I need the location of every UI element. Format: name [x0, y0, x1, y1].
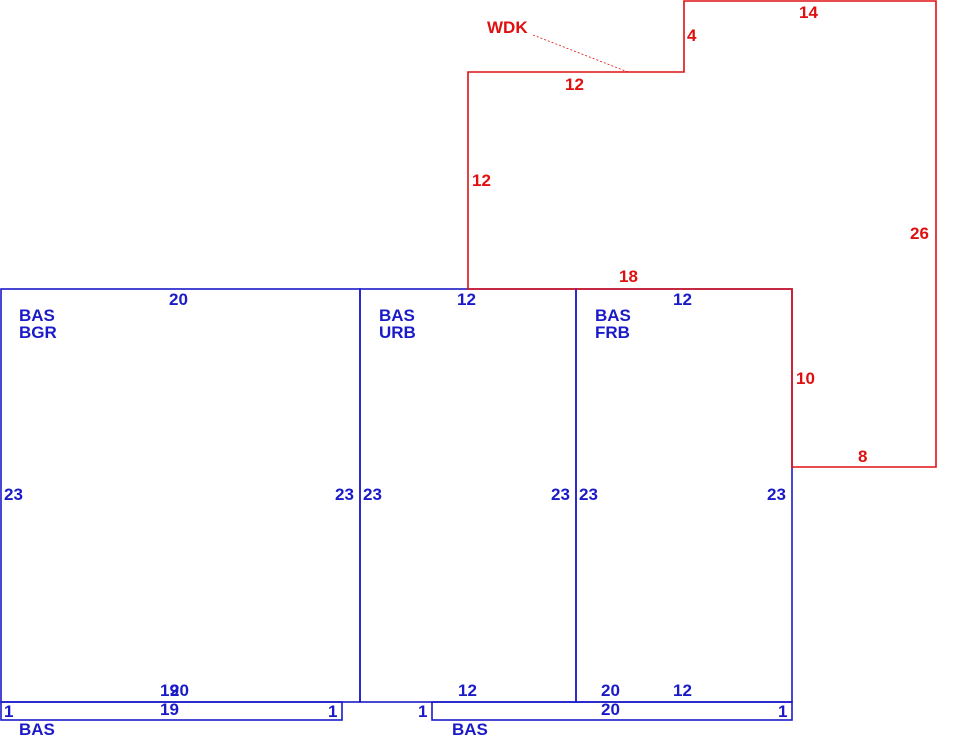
- area-wdk-bottom-dim: 18: [619, 267, 638, 286]
- area-strip-left-left-dim: 1: [4, 702, 13, 721]
- area-bgr-code: BAS: [19, 306, 55, 325]
- area-wdk-code: WDK: [487, 18, 528, 37]
- area-strip-left-right-dim: 1: [328, 702, 337, 721]
- area-bgr-subcode: BGR: [19, 323, 57, 342]
- area-urb-bottom-dim: 12: [458, 681, 477, 700]
- area-urb-top-dim: 12: [457, 290, 476, 309]
- area-urb-subcode: URB: [379, 323, 416, 342]
- area-wdk-top-dim: 14: [799, 3, 818, 22]
- area-frb-bottom-dim-b: 12: [673, 681, 692, 700]
- area-urb-code: BAS: [379, 306, 415, 325]
- area-urb-outline: [359, 288, 577, 703]
- area-frb-code: BAS: [595, 306, 631, 325]
- area-frb-outline: [575, 288, 793, 703]
- area-bgr-left-dim: 23: [4, 485, 23, 504]
- area-frb-bottom-dim-a: 20: [601, 681, 620, 700]
- area-bgr-bottom-dim-b: 20: [170, 681, 189, 700]
- area-strip-right-right-dim: 1: [778, 702, 787, 721]
- area-strip-left-code: BAS: [19, 720, 55, 739]
- area-wdk-lower-bottom-dim: 8: [858, 447, 867, 466]
- area-wdk-left-dim: 12: [472, 171, 491, 190]
- area-bgr-outline: [0, 288, 361, 703]
- area-wdk-upper-left-dim: 12: [565, 75, 584, 94]
- area-strip-left-top-dim: 19: [160, 700, 179, 719]
- area-frb-subcode: FRB: [595, 323, 630, 342]
- area-frb-top-dim: 12: [673, 290, 692, 309]
- area-wdk-step-dim: 4: [687, 26, 697, 45]
- area-strip-left-outline: [0, 701, 343, 721]
- area-wdk-outline: [467, 0, 937, 468]
- area-urb-left-dim: 23: [363, 485, 382, 504]
- area-wdk-lower-left-dim: 10: [796, 369, 815, 388]
- area-wdk-right-dim: 26: [910, 224, 929, 243]
- area-urb-right-dim: 23: [551, 485, 570, 504]
- area-strip-right-outline: [431, 701, 793, 721]
- area-frb-left-dim: 23: [579, 485, 598, 504]
- wdk-leader-line: [532, 34, 629, 73]
- area-bgr-bottom-dim-a: 19: [160, 681, 179, 700]
- area-strip-right-code: BAS: [452, 720, 488, 739]
- area-bgr-right-dim: 23: [335, 485, 354, 504]
- area-bgr-top-dim: 20: [169, 290, 188, 309]
- area-frb-right-dim: 23: [767, 485, 786, 504]
- area-strip-right-top-dim: 20: [601, 700, 620, 719]
- area-strip-right-left-dim: 1: [418, 702, 427, 721]
